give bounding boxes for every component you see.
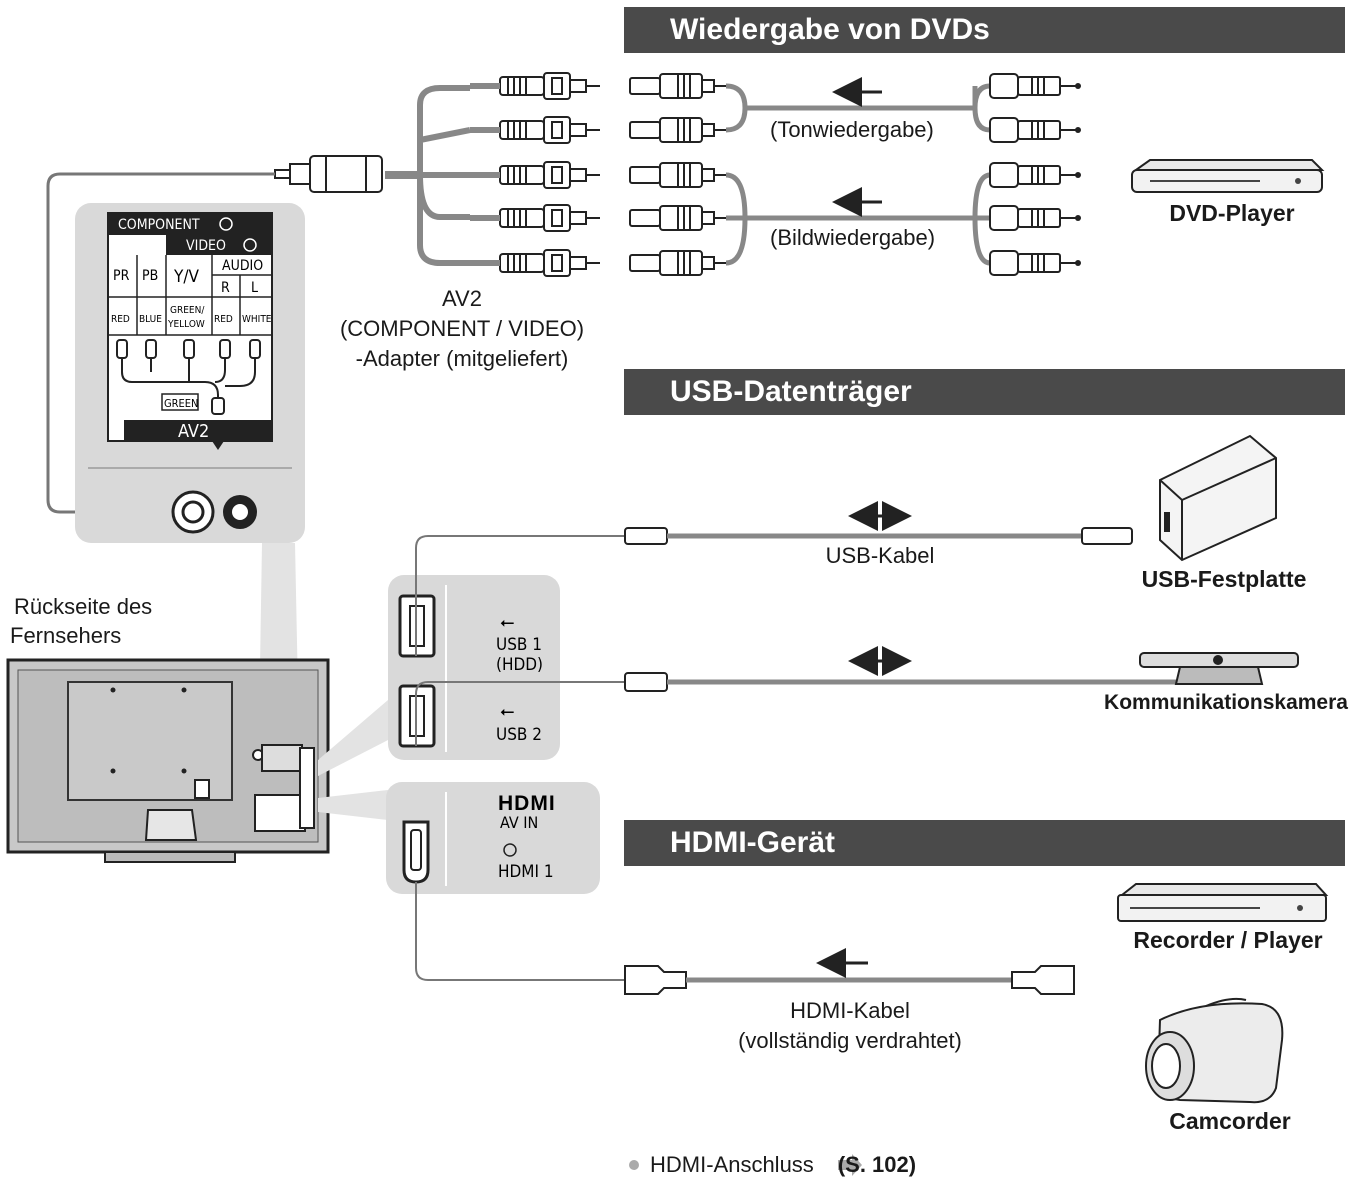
usb-hdd-icon [1159, 434, 1277, 562]
hdmi-cable [415, 882, 1075, 995]
av2-panel-title: AV2 [178, 421, 209, 442]
hdmi-logo: HDMI [498, 792, 556, 815]
footer-text: HDMI-Anschluss [650, 1152, 814, 1177]
cable-bundles [725, 83, 991, 266]
device-dvd-player: DVD-Player [1169, 200, 1295, 226]
usb-cables [415, 501, 1210, 746]
hdmi-cable-caption: HDMI-Kabel (vollständig verdrahtet) [738, 996, 962, 1056]
device-camera: Kommunikationskamera [1104, 691, 1348, 714]
usb2-label: USB 2 [496, 725, 542, 745]
av2-green-tag: GREEN [164, 397, 198, 410]
footer-bullet [629, 1160, 639, 1170]
banner-dvd: Wiedergabe von DVDs [624, 7, 1345, 53]
av2-r-label: R [221, 280, 230, 296]
footer-arrow-icon [838, 1154, 862, 1176]
device-camcorder: Camcorder [1169, 1108, 1291, 1134]
video-label: (Bildwiedergabe) [770, 225, 936, 250]
footer-page-ref[interactable]: (S. 102) [837, 1152, 917, 1177]
usb-symbol-1: ⭠ [500, 612, 514, 632]
av2-green-yellow-label-1: GREEN/ [170, 305, 205, 316]
adapter-plugs [470, 72, 601, 277]
av2-pb-label: PB [142, 268, 158, 284]
hdmi-av-in-label: AV IN [500, 813, 538, 832]
tv-back-label-line1: Rückseite des [14, 594, 153, 619]
av2-red2-label: RED [214, 314, 233, 325]
footer-note: HDMI-Anschluss (S. 102) [650, 1152, 916, 1178]
av2-audio-label: AUDIO [222, 258, 263, 274]
adapter-caption-line1: AV2 [442, 286, 482, 311]
dvd-player-icon [1131, 159, 1325, 193]
hdmi-panel: HDMI AV IN HDMI 1 [386, 782, 600, 894]
device-recorder: Recorder / Player [1133, 927, 1323, 953]
av2-blue-label: BLUE [139, 314, 162, 325]
hdmi1-label: HDMI 1 [498, 862, 554, 882]
usb-cable-label: USB-Kabel [825, 543, 935, 568]
adapter-caption: AV2 (COMPONENT / VIDEO) -Adapter (mitgel… [340, 284, 584, 374]
av2-green-yellow-label-2: YELLOW [167, 319, 205, 330]
camcorder-icon [1145, 997, 1284, 1104]
recorder-icon [1117, 883, 1329, 922]
av2-component-label: COMPONENT [118, 217, 200, 233]
av2-pr-label: PR [113, 268, 130, 284]
cable-plugs-right [989, 73, 1082, 276]
hdmi-cable-caption-line1: HDMI-Kabel [790, 998, 910, 1023]
av2-video-label: VIDEO [186, 238, 226, 254]
av2-white-label: WHITE [242, 314, 272, 325]
cable-plugs-left [629, 73, 727, 276]
av2-yv-label: Y/V [173, 267, 199, 287]
adapter-caption-line2: (COMPONENT / VIDEO) [339, 316, 585, 341]
av2-l-label: L [251, 280, 258, 296]
av2-red-label: RED [111, 314, 130, 325]
tv-back-label-line2: Fernsehers [10, 623, 122, 648]
banner-usb: USB-Datenträger [624, 369, 1345, 415]
av2-adapter [46, 85, 471, 514]
usb-symbol-2: ⭠ [500, 701, 514, 721]
adapter-caption-line3: -Adapter (mitgeliefert) [355, 346, 569, 371]
usb1-label-line2: (HDD) [496, 655, 543, 675]
device-usb-hdd: USB-Festplatte [1141, 566, 1307, 592]
usb1-label-line1: USB 1 [496, 635, 542, 655]
usb-panel: ⭠ ⭠ USB 1 (HDD) USB 2 [388, 575, 560, 760]
audio-label: (Tonwiedergabe) [770, 117, 934, 142]
communication-camera-icon [1139, 652, 1299, 685]
tv-back [6, 658, 330, 863]
hdmi-cable-caption-line2: (vollständig verdrahtet) [738, 1028, 962, 1053]
banner-hdmi: HDMI-Gerät [624, 820, 1345, 866]
